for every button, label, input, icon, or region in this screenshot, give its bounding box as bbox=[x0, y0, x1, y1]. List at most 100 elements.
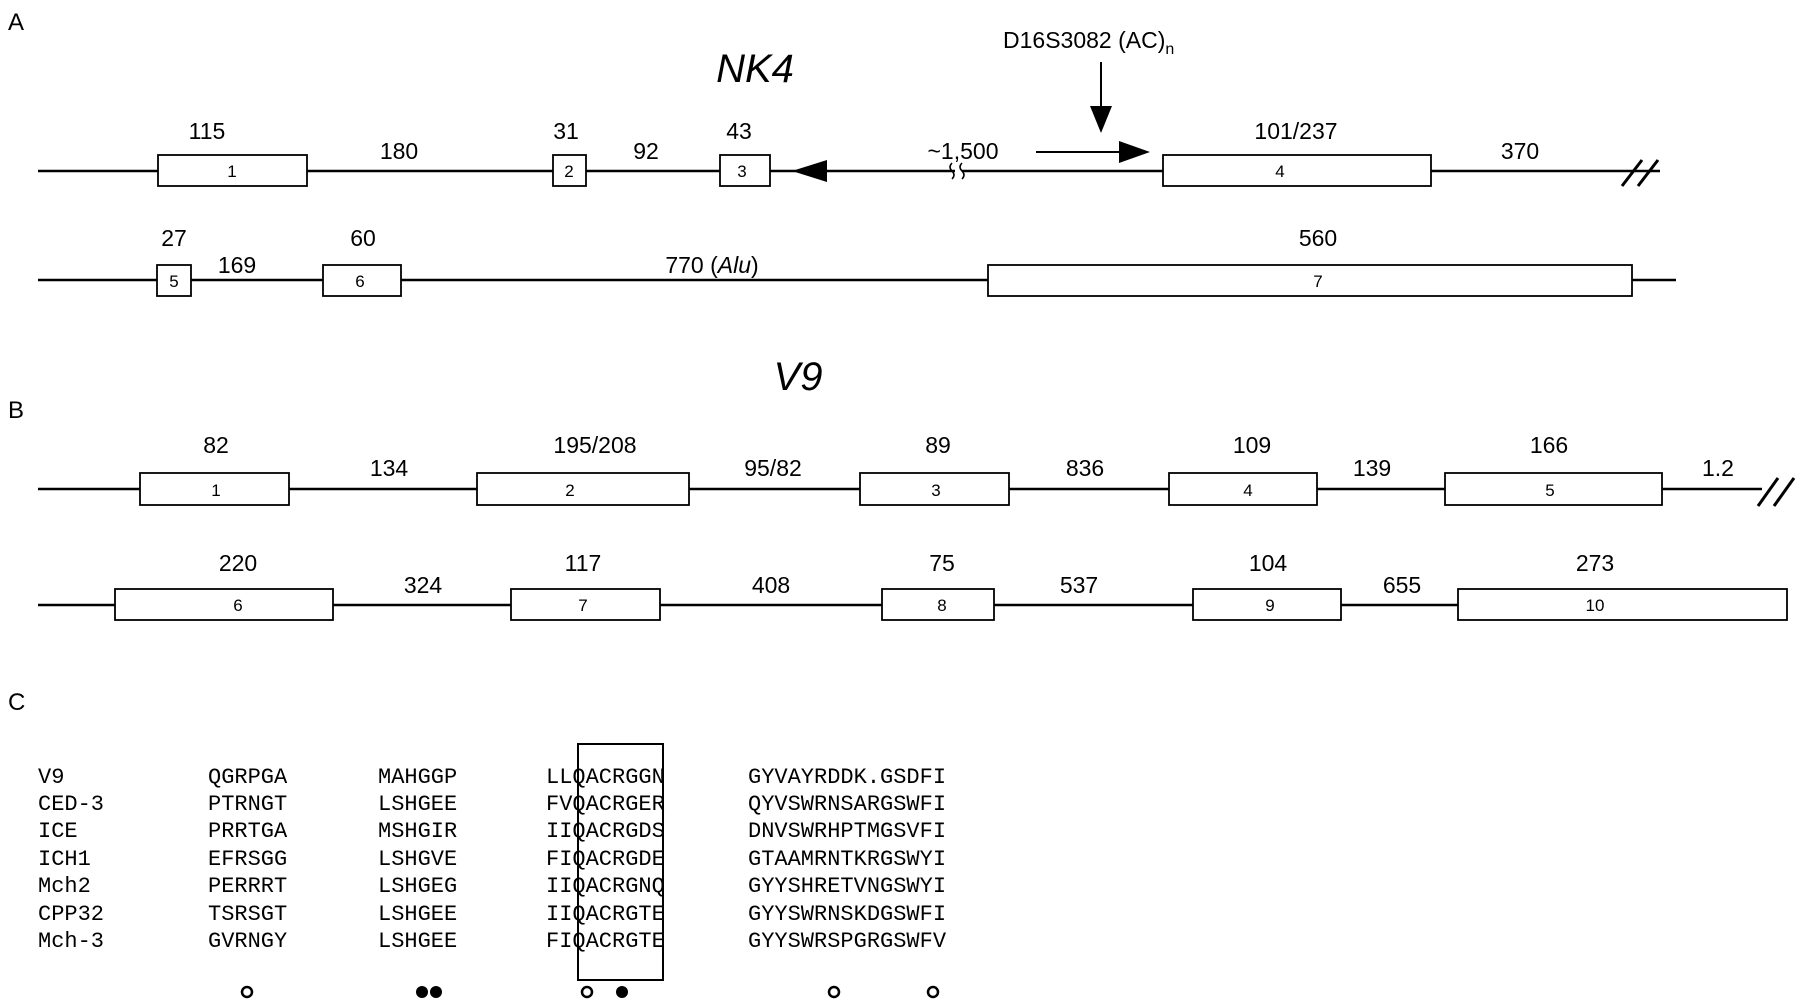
sequence-block-4: QYVSWRNSARGSWFI bbox=[748, 792, 946, 817]
exon-length: 109 bbox=[1233, 432, 1271, 458]
sequence-block-4: GYYSHRETVNGSWYI bbox=[748, 874, 946, 899]
sequence-block-4: DNVSWRHPTMGSVFI bbox=[748, 819, 946, 844]
alignment-row: ICH1 EFRSGG LSHGVE FIQACRGDE GTAAMRNTKRG… bbox=[38, 847, 946, 872]
v9-intron-length: 836 bbox=[1066, 455, 1104, 481]
sequence-name: ICE bbox=[38, 819, 78, 844]
sequence-block-3: IIQACRGDS bbox=[546, 819, 665, 844]
nk4-exon-5: 5 27 bbox=[156, 225, 192, 297]
conservation-filled-marker bbox=[616, 986, 628, 998]
sequence-block-2: LSHGEE bbox=[378, 929, 457, 954]
exon-length: 101/237 bbox=[1254, 118, 1337, 144]
conservation-open-marker bbox=[926, 985, 940, 999]
v9-exon-8: 8 75 bbox=[881, 550, 995, 621]
exon-number: 7 bbox=[1313, 272, 1322, 291]
panel-label-b: B bbox=[8, 397, 24, 424]
sequence-block-4: GYYSWRSPGRGSWFV bbox=[748, 929, 947, 954]
nk4-intron-alu-label: 770 (Alu) bbox=[665, 252, 758, 278]
sequence-block-3: FIQACRGTE bbox=[546, 929, 665, 954]
exon-length: 75 bbox=[929, 550, 955, 576]
v9-intron-length: 655 bbox=[1383, 572, 1421, 598]
conservation-open-marker bbox=[827, 985, 841, 999]
alignment-row: V9 QGRPGA MAHGGP LLQACRGGN GYVAYRDDK.GSD… bbox=[38, 765, 946, 790]
sequence-block-2: LSHGVE bbox=[378, 847, 457, 872]
nk4-exon-3: 3 43 bbox=[719, 118, 771, 187]
alignment-row: ICE PRRTGA MSHGIR IIQACRGDS DNVSWRHPTMGS… bbox=[38, 819, 946, 844]
v9-intron-length: 1.2 bbox=[1702, 455, 1734, 481]
exon-length: 117 bbox=[565, 550, 602, 576]
exon-number: 2 bbox=[565, 481, 574, 500]
sequence-name: Mch-3 bbox=[38, 929, 104, 954]
conservation-filled-marker bbox=[416, 986, 428, 998]
sequence-block-2: MAHGGP bbox=[378, 765, 457, 790]
conservation-open-marker bbox=[580, 985, 594, 999]
exon-number: 6 bbox=[355, 272, 364, 291]
exon-number: 9 bbox=[1265, 596, 1274, 615]
exon-length: 89 bbox=[925, 432, 951, 458]
exon-length: 220 bbox=[219, 550, 257, 576]
nk4-intron-alu-prefix: 770 ( bbox=[665, 252, 718, 278]
nk4-intron-alu-word: Alu bbox=[716, 252, 751, 278]
nk4-intron-alu-suffix: ) bbox=[751, 252, 759, 278]
sequence-block-3: FIQACRGDE bbox=[546, 847, 665, 872]
sequence-block-2: LSHGEE bbox=[378, 792, 457, 817]
exon-length: 31 bbox=[553, 118, 579, 144]
alignment-row: CED-3 PTRNGT LSHGEE FVQACRGER QYVSWRNSAR… bbox=[38, 792, 946, 817]
nk4-exon-6: 6 60 bbox=[322, 225, 402, 297]
exon-number: 5 bbox=[169, 272, 178, 291]
nk4-left-arrowhead bbox=[792, 160, 827, 182]
sequence-block-2: LSHGEE bbox=[378, 902, 457, 927]
nk4-marker-subscript: n bbox=[1165, 41, 1174, 58]
v9-intron-length: 324 bbox=[404, 572, 443, 598]
v9-exon-6: 6 220 bbox=[114, 550, 334, 621]
exon-length: 195/208 bbox=[553, 432, 636, 458]
sequence-block-3: IIQACRGNQ bbox=[546, 874, 665, 899]
nk4-right-arrowhead bbox=[1119, 141, 1150, 163]
exon-number: 2 bbox=[564, 162, 573, 181]
nk4-exon-2: 2 31 bbox=[552, 118, 587, 187]
nk4-row1-break bbox=[949, 162, 965, 180]
exon-number: 1 bbox=[227, 162, 236, 181]
nk4-title: NK4 bbox=[716, 47, 794, 91]
sequence-alignment: V9 QGRPGA MAHGGP LLQACRGGN GYVAYRDDK.GSD… bbox=[38, 743, 947, 999]
v9-title: V9 bbox=[774, 355, 823, 399]
nk4-intron-length: 370 bbox=[1501, 138, 1539, 164]
conserved-motif-box bbox=[577, 743, 664, 981]
v9-row1-cut-2 bbox=[1772, 477, 1796, 507]
sequence-block-1: PRRTGA bbox=[208, 819, 288, 844]
sequence-name: Mch2 bbox=[38, 874, 91, 899]
sequence-block-1: TSRSGT bbox=[208, 902, 287, 927]
exon-number: 4 bbox=[1243, 481, 1252, 500]
sequence-block-4: GTAAMRNTKRGSWYI bbox=[748, 847, 946, 872]
sequence-name: ICH1 bbox=[38, 847, 91, 872]
sequence-block-1: PTRNGT bbox=[208, 792, 287, 817]
nk4-exon-4: 4 101/237 bbox=[1162, 118, 1432, 187]
nk4-exon-7: 7 560 bbox=[987, 225, 1633, 297]
sequence-block-2: MSHGIR bbox=[378, 819, 457, 844]
sequence-name: CPP32 bbox=[38, 902, 104, 927]
nk4-exon-1: 1 115 bbox=[157, 118, 308, 187]
v9-intron-length: 134 bbox=[370, 455, 409, 481]
v9-exon-4: 4 109 bbox=[1168, 432, 1318, 506]
v9-intron-length: 408 bbox=[752, 572, 790, 598]
conservation-open-marker bbox=[240, 985, 254, 999]
v9-row1-cut-1 bbox=[1756, 477, 1780, 507]
exon-length: 60 bbox=[350, 225, 376, 251]
sequence-block-1: PERRRT bbox=[208, 874, 287, 899]
sequence-block-1: GVRNGY bbox=[208, 929, 287, 954]
nk4-intron-length: 169 bbox=[218, 252, 256, 278]
exon-number: 3 bbox=[737, 162, 746, 181]
alignment-row: Mch2 PERRRT LSHGEG IIQACRGNQ GYYSHRETVNG… bbox=[38, 874, 946, 899]
sequence-block-4: GYVAYRDDK.GSDFI bbox=[748, 765, 946, 790]
sequence-block-4: GYYSWRNSKDGSWFI bbox=[748, 902, 946, 927]
conservation-filled-marker bbox=[430, 986, 442, 998]
v9-exon-5: 5 166 bbox=[1444, 432, 1663, 506]
exon-number: 8 bbox=[937, 596, 946, 615]
sequence-block-1: QGRPGA bbox=[208, 765, 288, 790]
exon-length: 166 bbox=[1530, 432, 1568, 458]
sequence-block-1: EFRSGG bbox=[208, 847, 287, 872]
exon-number: 4 bbox=[1275, 162, 1284, 181]
v9-exon-2: 2 195/208 bbox=[476, 432, 690, 506]
exon-length: 560 bbox=[1299, 225, 1337, 251]
alignment-row: Mch-3 GVRNGY LSHGEE FIQACRGTE GYYSWRSPGR… bbox=[38, 929, 947, 954]
